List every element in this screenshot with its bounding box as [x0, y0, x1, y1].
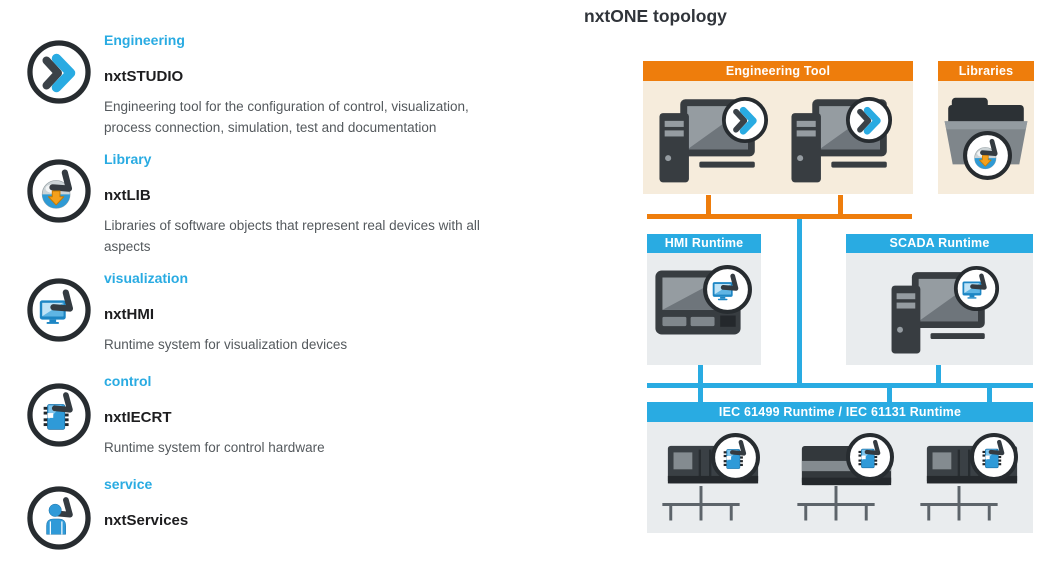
product-name: nxtSTUDIO — [104, 68, 184, 85]
nxthmi-icon — [26, 277, 92, 343]
nxtstudio-badge-icon — [845, 96, 893, 144]
nxtstudio-badge-icon — [721, 96, 769, 144]
iec-drop-line-2 — [887, 387, 892, 403]
product-item-nxthmi: visualization nxtHMI Runtime system for … — [104, 271, 544, 355]
nxthmi-badge-icon — [953, 265, 1000, 312]
nxtlib-badge-icon — [962, 130, 1013, 181]
product-description: Runtime system for visualization devices — [104, 337, 348, 352]
engineering-drop-line-2 — [838, 195, 843, 216]
node-header: Engineering Tool — [643, 61, 913, 81]
product-description: Libraries of software objects that repre… — [104, 218, 480, 254]
iec-drop-line-3 — [987, 387, 992, 403]
scada-drop-line — [936, 364, 941, 384]
product-item-nxtservices: service nxtServices — [104, 477, 544, 529]
product-name: nxtLIB — [104, 187, 151, 204]
category-link-engineering[interactable]: Engineering — [104, 32, 185, 48]
iec-drop-line-1 — [698, 387, 703, 403]
product-item-nxtiecrt: control nxtIECRT Runtime system for cont… — [104, 374, 544, 458]
nxtstudio-icon — [26, 39, 92, 105]
engineering-drop-line-1 — [706, 195, 711, 216]
node-header: IEC 61499 Runtime / IEC 61131 Runtime — [647, 402, 1033, 422]
product-item-nxtstudio: Engineering nxtSTUDIO Engineering tool f… — [104, 33, 544, 138]
nxtiecrt-badge-icon — [710, 432, 761, 483]
fieldbus-icon — [660, 486, 742, 522]
product-name: nxtServices — [104, 512, 189, 529]
category-link-library[interactable]: Library — [104, 151, 152, 167]
product-description: Runtime system for control hardware — [104, 440, 325, 455]
node-header: Libraries — [938, 61, 1034, 81]
fieldbus-icon — [918, 486, 1000, 522]
product-item-nxtlib: Library nxtLIB Libraries of software obj… — [104, 152, 544, 257]
nxtlib-icon — [26, 158, 92, 224]
node-header: HMI Runtime — [647, 234, 761, 253]
diagram-title: nxtONE topology — [584, 6, 727, 26]
nxtservices-icon — [26, 485, 92, 551]
engineering-bus-line — [647, 214, 912, 219]
category-link-visualization[interactable]: visualization — [104, 270, 189, 286]
hmi-drop-line — [698, 364, 703, 384]
nxthmi-badge-icon — [702, 264, 753, 315]
category-link-service[interactable]: service — [104, 476, 153, 492]
runtime-bus-line — [647, 383, 1033, 388]
nxtiecrt-badge-icon — [846, 433, 894, 481]
fieldbus-icon — [795, 486, 877, 522]
nxtiecrt-badge-icon — [970, 433, 1018, 481]
category-link-control[interactable]: control — [104, 373, 152, 389]
product-description: Engineering tool for the configuration o… — [104, 99, 469, 135]
node-header: SCADA Runtime — [846, 234, 1033, 253]
product-name: nxtIECRT — [104, 409, 172, 426]
nxtiecrt-icon — [26, 382, 92, 448]
product-name: nxtHMI — [104, 306, 154, 323]
backbone-line — [797, 219, 802, 385]
